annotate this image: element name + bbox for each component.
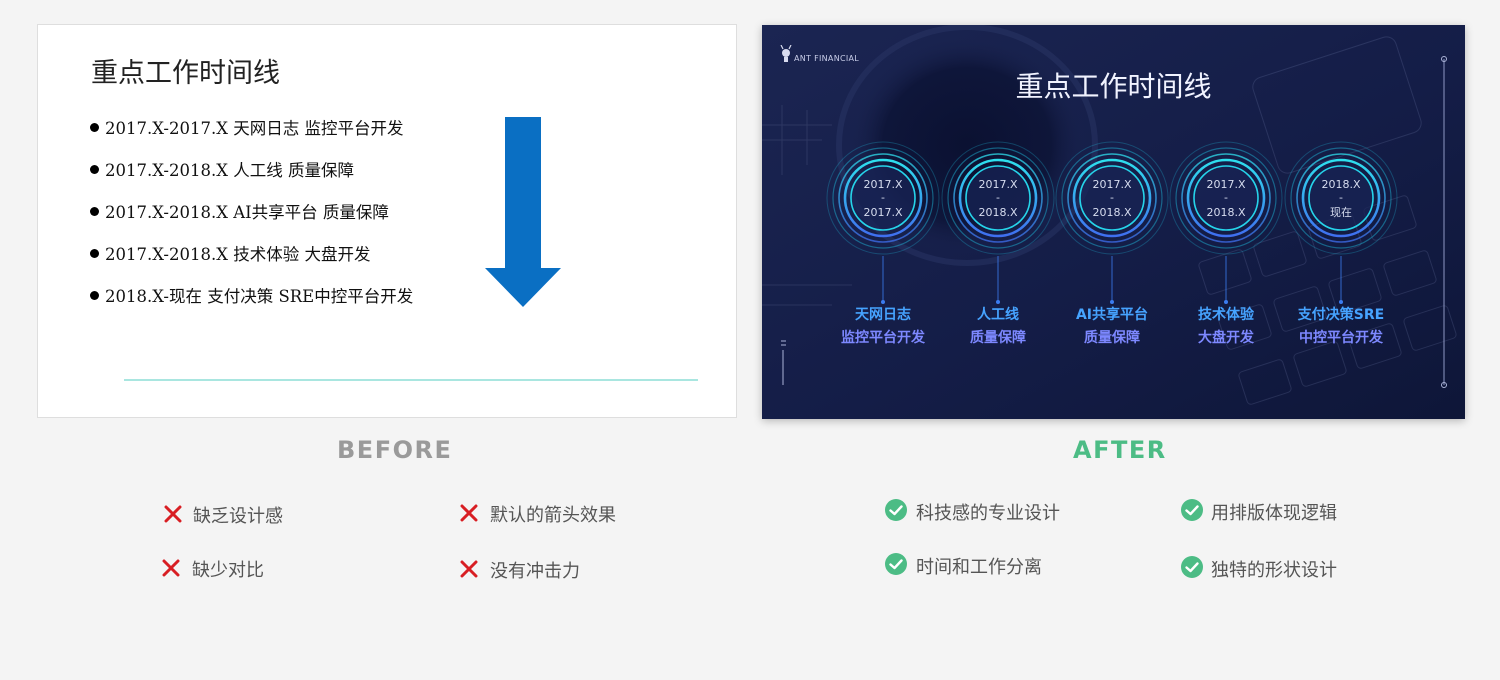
node-start-date: 2018.X: [1283, 178, 1399, 192]
check-circle-icon: [885, 553, 907, 575]
node-label-subtitle: 中控平台开发: [1281, 327, 1401, 350]
before-heading: BEFORE: [337, 436, 452, 464]
node-start-date: 2017.X: [940, 178, 1056, 192]
connector-line: [1109, 256, 1115, 306]
before-timeline-text: 2017.X-2017.X 天网日志 监控平台开发: [105, 119, 403, 138]
cross-icon: [460, 560, 478, 578]
con-item: 没有冲击力: [490, 557, 580, 583]
connector-line: [995, 256, 1001, 306]
ant-logo-icon: [779, 45, 793, 63]
bullet-icon: [90, 249, 99, 258]
node-start-date: 2017.X: [1168, 178, 1284, 192]
timeline-node: 2017.X-2017.X: [825, 140, 941, 256]
down-arrow-icon: [485, 117, 561, 307]
connector-line: [1223, 256, 1229, 306]
node-start-date: 2017.X: [1054, 178, 1170, 192]
check-circle-icon: [1181, 499, 1203, 521]
bullet-icon: [90, 291, 99, 300]
cross-icon: [162, 559, 180, 577]
node-end-date: 2018.X: [940, 206, 1056, 220]
node-label-subtitle: 质量保障: [938, 327, 1058, 350]
brand-name: ANT FINANCIAL: [794, 54, 859, 63]
node-separator: -: [1168, 191, 1284, 205]
bullet-icon: [90, 123, 99, 132]
node-label-title: AI共享平台: [1052, 304, 1172, 327]
node-end-date: 现在: [1283, 206, 1399, 220]
node-end-date: 2018.X: [1168, 206, 1284, 220]
node-start-date: 2017.X: [825, 178, 941, 192]
before-timeline-text: 2017.X-2018.X 技术体验 大盘开发: [105, 245, 370, 264]
timeline-node: 2018.X-现在: [1283, 140, 1399, 256]
before-timeline-text: 2018.X-现在 支付决策 SRE中控平台开发: [105, 287, 413, 306]
node-label-subtitle: 大盘开发: [1166, 327, 1286, 350]
pro-item: 独特的形状设计: [1211, 556, 1337, 582]
before-timeline-item: 2017.X-2018.X 人工线 质量保障: [90, 157, 354, 181]
before-timeline-item: 2017.X-2018.X AI共享平台 质量保障: [90, 199, 389, 223]
before-timeline-item: 2017.X-2017.X 天网日志 监控平台开发: [90, 115, 403, 139]
node-separator: -: [940, 191, 1056, 205]
bullet-icon: [90, 207, 99, 216]
after-heading: AFTER: [1073, 436, 1167, 464]
con-item: 默认的箭头效果: [490, 501, 616, 527]
divider-line: [124, 379, 698, 381]
connector-line: [880, 256, 886, 306]
node-label-title: 人工线: [938, 304, 1058, 327]
pro-item: 时间和工作分离: [916, 553, 1042, 579]
timeline-node: 2017.X-2018.X: [1054, 140, 1170, 256]
after-slide-title: 重点工作时间线: [762, 65, 1465, 105]
con-item: 缺乏设计感: [193, 502, 283, 528]
node-separator: -: [825, 191, 941, 205]
before-timeline-text: 2017.X-2018.X 人工线 质量保障: [105, 161, 354, 180]
timeline-node: 2017.X-2018.X: [940, 140, 1056, 256]
node-label-title: 技术体验: [1166, 304, 1286, 327]
node-separator: -: [1054, 191, 1170, 205]
node-label-title: 支付决策SRE: [1281, 304, 1401, 327]
before-timeline-text: 2017.X-2018.X AI共享平台 质量保障: [105, 203, 389, 222]
pro-item: 用排版体现逻辑: [1211, 499, 1337, 525]
bullet-icon: [90, 165, 99, 174]
before-timeline-item: 2017.X-2018.X 技术体验 大盘开发: [90, 241, 370, 265]
node-label-title: 天网日志: [823, 304, 943, 327]
timeline-node: 2017.X-2018.X: [1168, 140, 1284, 256]
check-circle-icon: [885, 499, 907, 521]
check-circle-icon: [1181, 556, 1203, 578]
before-slide: 重点工作时间线 2017.X-2017.X 天网日志 监控平台开发 2017.X…: [37, 24, 737, 418]
before-timeline-item: 2018.X-现在 支付决策 SRE中控平台开发: [90, 283, 413, 307]
node-label-subtitle: 质量保障: [1052, 327, 1172, 350]
node-end-date: 2018.X: [1054, 206, 1170, 220]
cross-icon: [460, 504, 478, 522]
connector-line: [1338, 256, 1344, 306]
pro-item: 科技感的专业设计: [916, 499, 1060, 525]
con-item: 缺少对比: [192, 556, 264, 582]
node-separator: -: [1283, 191, 1399, 205]
before-slide-title: 重点工作时间线: [91, 51, 280, 90]
node-end-date: 2017.X: [825, 206, 941, 220]
cross-icon: [164, 505, 182, 523]
node-label-subtitle: 监控平台开发: [823, 327, 943, 350]
